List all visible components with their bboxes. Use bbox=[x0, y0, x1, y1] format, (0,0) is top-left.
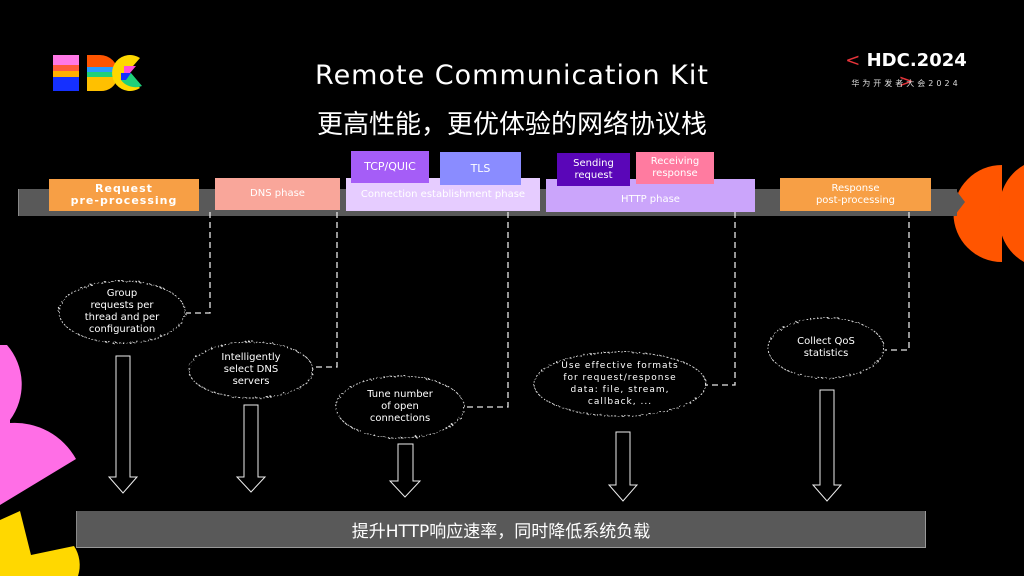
callout-group-requests: Group requests per thread and per config… bbox=[84, 288, 160, 335]
phase-label: Connection establishment phase bbox=[360, 189, 526, 200]
subphase-label: Receiving response bbox=[650, 156, 700, 179]
arrow-down-5 bbox=[811, 389, 843, 502]
cloud-select-dns bbox=[188, 341, 314, 399]
phase-dns: DNS phase bbox=[215, 178, 340, 210]
callout-collect-qos: Collect QoS statistics bbox=[797, 336, 855, 359]
connector-connection bbox=[466, 212, 509, 408]
subphase-label: Sending request bbox=[573, 157, 614, 181]
arrow-down-3 bbox=[388, 443, 422, 498]
arrow-down-1 bbox=[107, 355, 139, 494]
subphase-label: TCP/QUIC bbox=[364, 160, 416, 173]
arrow-down-2 bbox=[235, 404, 267, 493]
yellow-flower-decoration bbox=[0, 511, 80, 576]
connector-request-pre bbox=[186, 212, 211, 314]
cloud-collect-qos bbox=[767, 317, 885, 379]
conclusion-text: 提升HTTP响应速率，同时降低系统负载 bbox=[351, 521, 651, 542]
phase-label: Request pre-processing bbox=[70, 182, 178, 207]
callout-tune-connections: Tune number of open connections bbox=[367, 389, 433, 424]
subphase-label: TLS bbox=[470, 161, 491, 175]
subphase-receiving-response: Receiving response bbox=[636, 152, 714, 184]
callout-select-dns: Intelligently select DNS servers bbox=[221, 352, 281, 387]
connector-dns bbox=[312, 212, 338, 368]
cloud-effective-formats bbox=[533, 351, 707, 417]
title-chinese: 更高性能，更优体验的网络协议栈 bbox=[316, 110, 707, 140]
hdc-logo bbox=[53, 55, 142, 92]
pipeline-arrow-tip bbox=[955, 189, 965, 215]
subphase-tcp-quic: TCP/QUIC bbox=[351, 151, 429, 183]
cloud-group-requests bbox=[58, 280, 186, 344]
badge-right-bracket: > bbox=[898, 71, 914, 92]
subphase-sending-request: Sending request bbox=[557, 153, 630, 186]
phase-label: Response post-processing bbox=[815, 182, 896, 206]
phase-label: DNS phase bbox=[250, 188, 305, 199]
subphase-tls: TLS bbox=[440, 152, 521, 185]
arrow-down-4 bbox=[607, 431, 639, 502]
event-badge: < HDC.2024 > bbox=[836, 50, 976, 92]
connector-http bbox=[705, 212, 736, 386]
phase-request-pre-processing: Request pre-processing bbox=[49, 179, 199, 211]
event-subtitle: 华为开发者大会2024 bbox=[851, 79, 961, 88]
phase-http: HTTP phase bbox=[546, 179, 755, 212]
conclusion-bar: 提升HTTP响应速率，同时降低系统负载 bbox=[76, 511, 926, 548]
connector-response-post bbox=[885, 212, 910, 351]
badge-left-bracket: < bbox=[845, 50, 861, 71]
pink-flower-decoration bbox=[0, 345, 76, 505]
phase-response-post-processing: Response post-processing bbox=[780, 178, 931, 211]
title-english: Remote Communication Kit bbox=[315, 60, 709, 91]
cloud-tune-connections bbox=[335, 375, 465, 439]
orange-flower-decoration bbox=[953, 164, 1024, 262]
phase-label: HTTP phase bbox=[621, 193, 680, 205]
badge-text: HDC.2024 bbox=[866, 50, 967, 71]
callout-effective-formats: Use effective formats for request/respon… bbox=[561, 361, 679, 407]
